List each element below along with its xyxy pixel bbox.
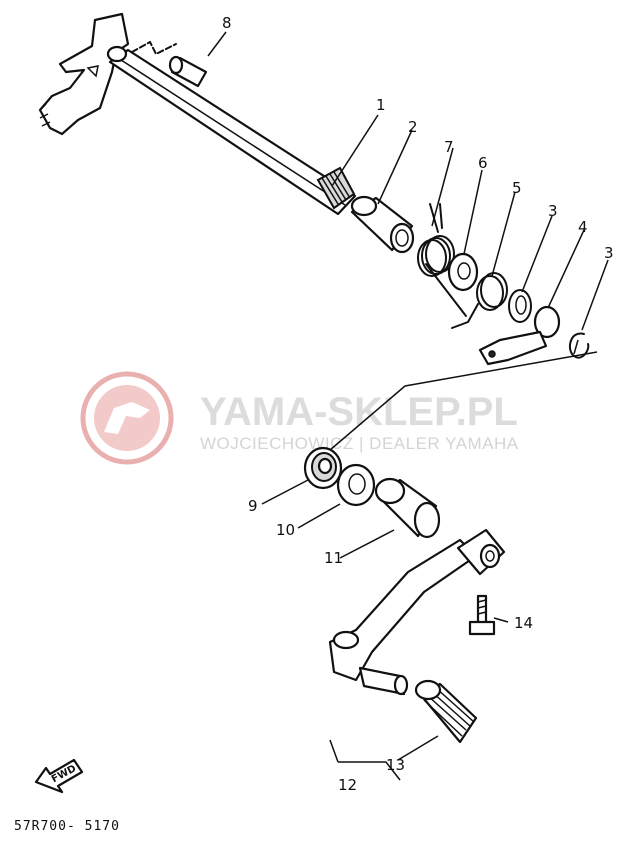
callout-7: 7 bbox=[444, 138, 454, 156]
callout-6: 6 bbox=[478, 154, 488, 172]
callout-12: 12 bbox=[338, 776, 357, 794]
callout-11: 11 bbox=[324, 549, 343, 567]
callout-4: 4 bbox=[578, 218, 588, 236]
callout-2: 2 bbox=[408, 118, 418, 136]
callout-8: 8 bbox=[222, 14, 232, 32]
watermark-title: YAMA-SKLEP.PL bbox=[200, 390, 518, 434]
callout-3-upper: 3 bbox=[548, 202, 558, 220]
part-lever-arm bbox=[478, 305, 561, 366]
diagram-code: 57R700- 5170 bbox=[14, 819, 120, 834]
part-torsion-spring bbox=[417, 203, 467, 317]
part-spring bbox=[451, 272, 508, 329]
part-circlip-upper bbox=[508, 289, 532, 323]
fwd-arrow-icon: FWD bbox=[34, 758, 84, 794]
callout-9: 9 bbox=[248, 497, 258, 515]
callout-13: 13 bbox=[386, 756, 405, 774]
part-washer-lower bbox=[336, 463, 376, 507]
watermark-logo bbox=[80, 371, 174, 465]
callout-10: 10 bbox=[276, 521, 295, 539]
part-bolt bbox=[468, 594, 496, 636]
part-footpeg-rubber bbox=[414, 679, 478, 744]
leader-lines bbox=[207, 31, 609, 761]
watermark: YAMA-SKLEP.PL WOJCIECHOWICZ | DEALER YAM… bbox=[80, 371, 519, 465]
callout-14: 14 bbox=[514, 614, 533, 632]
part-shift-pedal bbox=[328, 528, 506, 696]
callout-5: 5 bbox=[512, 179, 522, 197]
callout-3-lower: 3 bbox=[604, 244, 614, 262]
part-dowel-pin bbox=[131, 41, 208, 88]
part-collar bbox=[350, 195, 415, 254]
part-washer bbox=[447, 252, 479, 292]
part-oil-seal bbox=[303, 446, 343, 490]
callout-1: 1 bbox=[376, 96, 386, 114]
part-bushing bbox=[374, 477, 441, 539]
callout-labels: 1 2 3 4 5 6 7 8 3 9 10 11 12 13 14 bbox=[222, 14, 614, 794]
part-shift-shaft bbox=[38, 12, 357, 216]
group-bracket-lines bbox=[329, 351, 598, 781]
watermark-subtitle: WOJCIECHOWICZ | DEALER YAMAHA bbox=[200, 434, 519, 453]
